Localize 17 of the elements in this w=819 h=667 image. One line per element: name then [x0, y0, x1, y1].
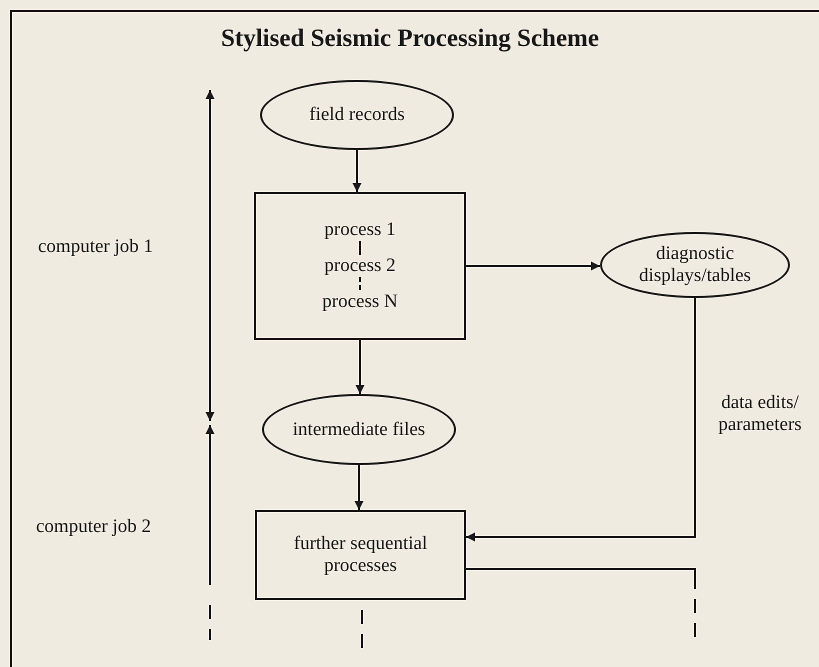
- arrow: [354, 465, 364, 510]
- diagram-title: Stylised Seismic Processing Scheme: [220, 24, 600, 54]
- job-label: computer job 1: [38, 236, 154, 258]
- process-box: [254, 192, 466, 340]
- arrow: [466, 262, 600, 270]
- node-text: process N: [322, 291, 398, 313]
- node-text: further sequential processes: [292, 533, 428, 577]
- node-text: diagnostic displays/tables: [638, 243, 752, 287]
- arrow: [466, 298, 696, 542]
- node-text: field records: [309, 104, 405, 126]
- arrow: [356, 340, 364, 394]
- job-label: computer job 2: [36, 516, 152, 538]
- node-text: intermediate files: [292, 418, 426, 440]
- process-box: [255, 510, 466, 600]
- arrow: [352, 150, 362, 192]
- node-text: process 2: [324, 255, 396, 277]
- node-text: process 1: [324, 219, 396, 241]
